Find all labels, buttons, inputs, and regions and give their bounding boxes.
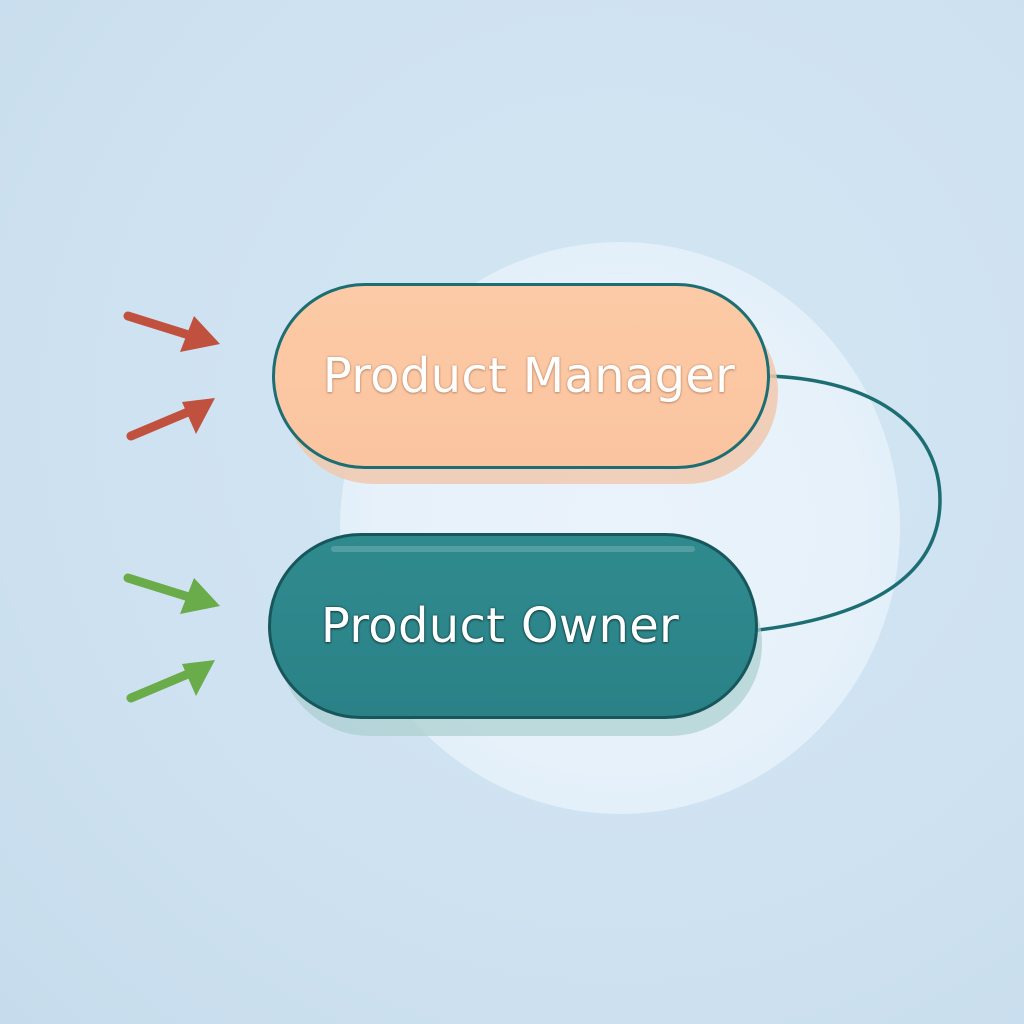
product-manager-node[interactable]: Product Manager <box>272 283 770 469</box>
red-arrow-upper <box>123 311 220 352</box>
green-arrow-lower <box>126 660 215 703</box>
connector-curve <box>756 374 942 632</box>
red-arrow-lower <box>126 398 215 441</box>
product-owner-label: Product Owner <box>320 598 680 654</box>
product-manager-label: Product Manager <box>322 348 736 404</box>
green-arrow-upper <box>123 573 220 614</box>
product-owner-node[interactable]: Product Owner <box>268 533 758 719</box>
